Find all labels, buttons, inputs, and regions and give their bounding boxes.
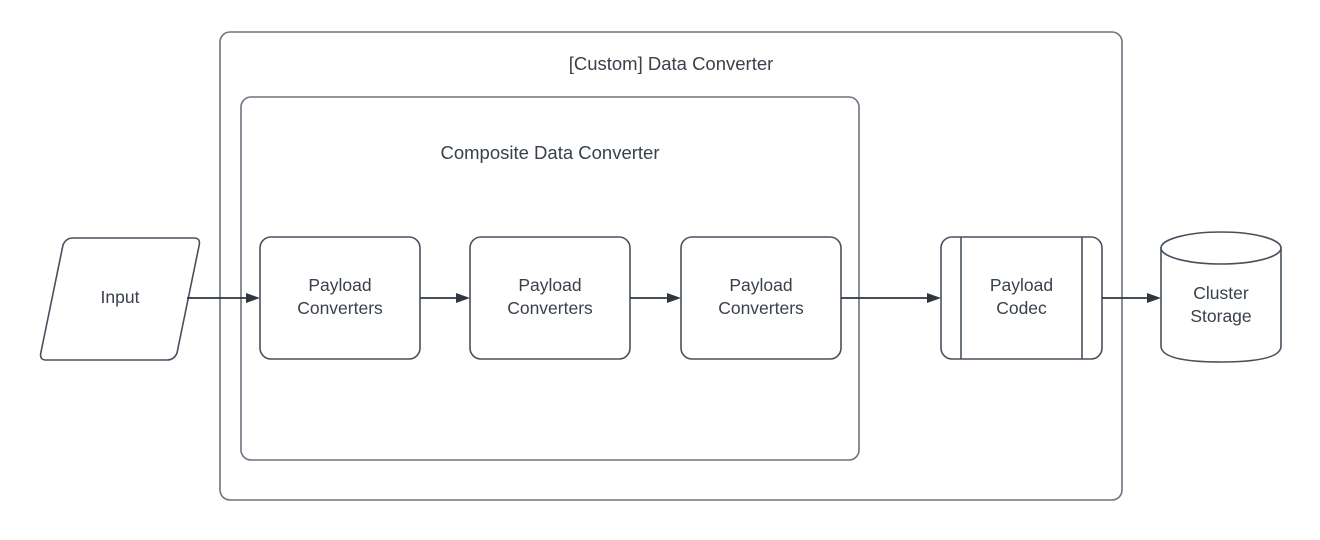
connector-input-to-pc1: [187, 293, 260, 303]
input-shape[interactable]: [39, 237, 201, 361]
connector-pc2-to-pc3: [630, 293, 681, 303]
payload-converters-1-shape[interactable]: [259, 236, 421, 360]
payload-converters-2-shape[interactable]: [469, 236, 631, 360]
arrowhead-icon: [1147, 293, 1161, 303]
payload-converters-3-shape[interactable]: [680, 236, 842, 360]
cluster-storage-top-ellipse: [1160, 231, 1282, 265]
outer-container-border: [219, 31, 1123, 501]
connector-codec-to-storage: [1102, 293, 1161, 303]
arrowhead-icon: [927, 293, 941, 303]
arrowhead-icon: [667, 293, 681, 303]
connector-pc1-to-pc2: [420, 293, 470, 303]
arrowhead-icon: [456, 293, 470, 303]
connector-pc3-to-codec: [841, 293, 941, 303]
cluster-storage-shape[interactable]: [1160, 247, 1282, 363]
inner-container-border: [240, 96, 860, 461]
payload-codec-shape[interactable]: [940, 236, 1103, 360]
arrowhead-icon: [246, 293, 260, 303]
